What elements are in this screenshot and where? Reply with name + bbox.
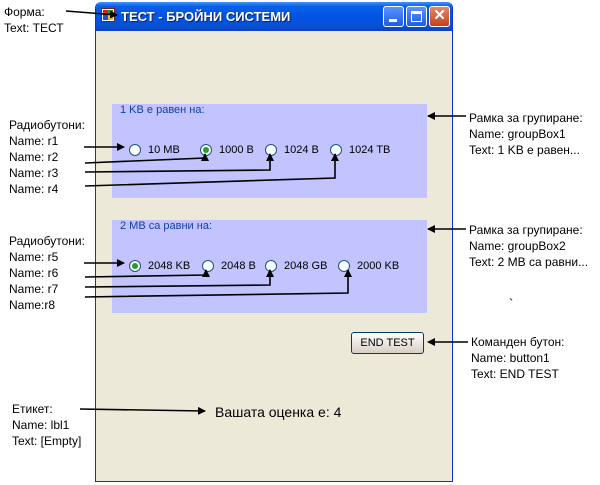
end-test-button[interactable]: END TEST — [351, 332, 424, 354]
minimize-button[interactable] — [383, 6, 404, 27]
annotation-line: Name: r2 — [9, 150, 59, 164]
title-bar[interactable]: ТЕСТ - БРОЙНИ СИСТЕМИ ✕ — [96, 2, 452, 31]
radio-r5-label: 2048 KB — [148, 260, 191, 272]
radio-r4[interactable] — [330, 144, 342, 156]
minimize-icon — [389, 19, 397, 22]
close-icon: ✕ — [433, 7, 446, 24]
groupbox-2-caption: 2 MB са равни на: — [120, 220, 213, 232]
radio-r8[interactable] — [338, 260, 350, 272]
annotation-line: Name: r7 — [9, 282, 59, 296]
groupbox-1-caption: 1 KB е равен на: — [120, 104, 205, 116]
annotation-line: Name: r3 — [9, 166, 59, 180]
annotation-line: Name: r4 — [9, 182, 59, 196]
annotation-label: Етикет: Name: lbl1 Text: [Empty] — [12, 401, 81, 449]
annotation-radios-group1: Радиобутони: Name: r1 Name: r2 Name: r3 … — [9, 117, 85, 197]
annotation-line: Name: groupBox1 — [469, 127, 566, 141]
app-icon — [101, 8, 115, 22]
groupbox-2: 2 MB са равни на: 2048 KB 2048 B 2048 GB… — [112, 220, 427, 313]
annotation-groupbox2: Рамка за групиране: Name: groupBox2 Text… — [469, 222, 588, 270]
annotation-groupbox1: Рамка за групиране: Name: groupBox1 Text… — [469, 110, 583, 158]
annotation-line: Text: END TEST — [471, 367, 559, 381]
annotation-button: Команден бутон: Name: button1 Text: END … — [471, 334, 564, 382]
radio-r2-label: 1000 B — [219, 144, 254, 156]
radio-r6[interactable] — [202, 260, 214, 272]
annotation-line: Text: ТЕСТ — [4, 21, 64, 35]
close-button[interactable]: ✕ — [429, 6, 450, 27]
annotation-line: Name:r8 — [9, 298, 56, 312]
radio-r7-label: 2048 GB — [284, 260, 328, 272]
radio-r3-label: 1024 B — [284, 144, 319, 156]
radio-r5[interactable] — [129, 260, 141, 272]
annotation-line: Text: [Empty] — [12, 434, 82, 448]
radio-r4-label: 1024 TB — [349, 144, 391, 156]
annotation-line: Радиобутони: — [9, 234, 85, 248]
annotation-line: Text: 1 KB е равен... — [469, 143, 580, 157]
radio-r3[interactable] — [265, 144, 277, 156]
score-label: Вашата оценка е: 4 — [215, 404, 342, 420]
radio-r6-label: 2048 B — [221, 260, 256, 272]
annotation-line: Команден бутон: — [471, 335, 565, 349]
annotation-line: Форма: — [4, 5, 45, 19]
maximize-icon — [411, 11, 422, 22]
annotation-line: Name: r6 — [9, 266, 59, 280]
annotation-line: Name: groupBox2 — [469, 239, 566, 253]
annotation-form: Форма: Text: ТЕСТ — [4, 4, 64, 36]
annotation-line: Name: r1 — [9, 134, 59, 148]
annotation-line: Етикет: — [12, 402, 53, 416]
groupbox-1: 1 KB е равен на: 10 MB 1000 B 1024 B 102… — [112, 104, 427, 198]
annotation-line: Name: button1 — [471, 351, 550, 365]
annotation-line: Радиобутони: — [9, 118, 85, 132]
stray-mark: ` — [509, 296, 514, 311]
radio-r8-label: 2000 KB — [357, 260, 400, 272]
form-window: ТЕСТ - БРОЙНИ СИСТЕМИ ✕ 1 KB е равен на:… — [95, 2, 453, 482]
annotation-line: Рамка за групиране: — [469, 223, 583, 237]
annotation-line: Рамка за групиране: — [469, 111, 583, 125]
annotation-line: Name: lbl1 — [12, 418, 70, 432]
annotation-line: Name: r5 — [9, 250, 59, 264]
maximize-button[interactable] — [406, 6, 427, 27]
window-title: ТЕСТ - БРОЙНИ СИСТЕМИ — [121, 9, 291, 24]
radio-r7[interactable] — [265, 260, 277, 272]
radio-r2[interactable] — [200, 144, 212, 156]
radio-r1-label: 10 MB — [148, 144, 180, 156]
radio-r1[interactable] — [129, 144, 141, 156]
annotation-radios-group2: Радиобутони: Name: r5 Name: r6 Name: r7 … — [9, 233, 85, 313]
annotation-line: Text: 2 MB са равни... — [469, 255, 589, 269]
